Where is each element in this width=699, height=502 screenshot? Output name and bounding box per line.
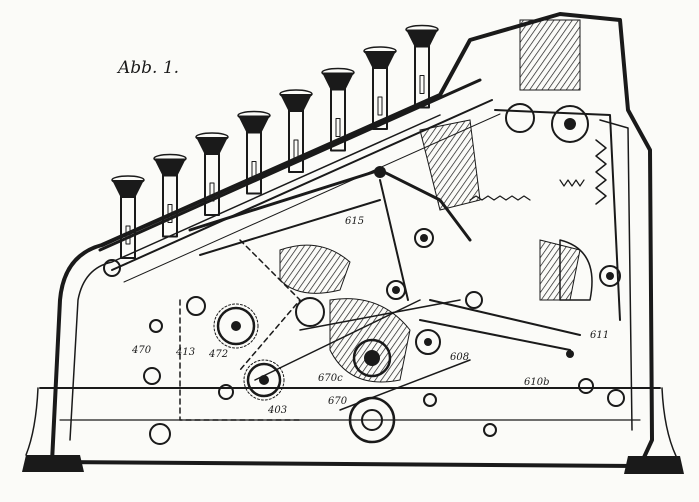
callout-610b: 610b — [524, 377, 550, 388]
callout-472: 472 — [209, 349, 229, 360]
key-cap — [112, 180, 144, 198]
springs — [469, 179, 585, 201]
key-6 — [321, 67, 355, 152]
key-cap — [280, 94, 312, 112]
key-cap — [154, 158, 186, 177]
right-mechanism — [494, 19, 621, 321]
callout-470: 470 — [132, 345, 152, 356]
key-4 — [237, 110, 271, 195]
key-7 — [363, 46, 397, 130]
callout-615: 615 — [345, 216, 365, 227]
key-slot — [377, 96, 383, 116]
key-8 — [405, 24, 439, 109]
key-cap-rim — [153, 153, 187, 164]
key-cap-rim — [321, 67, 355, 78]
gears — [213, 297, 441, 444]
key-stem — [204, 152, 220, 216]
left-foot — [22, 387, 84, 472]
key-cap — [196, 137, 228, 155]
key-cap-rim — [111, 175, 145, 185]
callout-670c: 670c — [318, 373, 343, 384]
key-cap-rim — [195, 132, 229, 142]
key-row — [111, 24, 439, 259]
key-cap — [364, 51, 396, 69]
key-cap — [322, 72, 354, 91]
key-slot — [209, 182, 215, 202]
key-slot — [293, 139, 299, 159]
key-slot — [335, 118, 341, 137]
key-2 — [153, 153, 187, 238]
callout-413: 413 — [176, 347, 196, 358]
key-stem — [162, 173, 178, 238]
figure-caption: Abb. 1. — [118, 58, 180, 78]
key-stem — [414, 44, 430, 109]
callout-611: 611 — [590, 330, 610, 341]
frame-holes — [103, 228, 625, 445]
key-slot — [167, 204, 173, 223]
key-cap-rim — [279, 89, 313, 99]
key-stem — [120, 195, 136, 259]
key-slot — [251, 161, 257, 180]
key-slot — [125, 225, 131, 245]
key-cap — [406, 29, 438, 48]
callout-403: 403 — [268, 405, 288, 416]
key-cap-rim — [363, 46, 397, 56]
key-cap — [238, 115, 270, 134]
key-slot — [419, 75, 425, 94]
right-foot — [624, 387, 684, 474]
callout-670: 670 — [328, 396, 348, 407]
key-cap-rim — [405, 24, 439, 35]
callout-608: 608 — [450, 352, 470, 363]
key-5 — [279, 89, 313, 173]
key-1 — [111, 175, 145, 259]
key-3 — [195, 132, 229, 216]
key-cap-rim — [237, 110, 271, 121]
